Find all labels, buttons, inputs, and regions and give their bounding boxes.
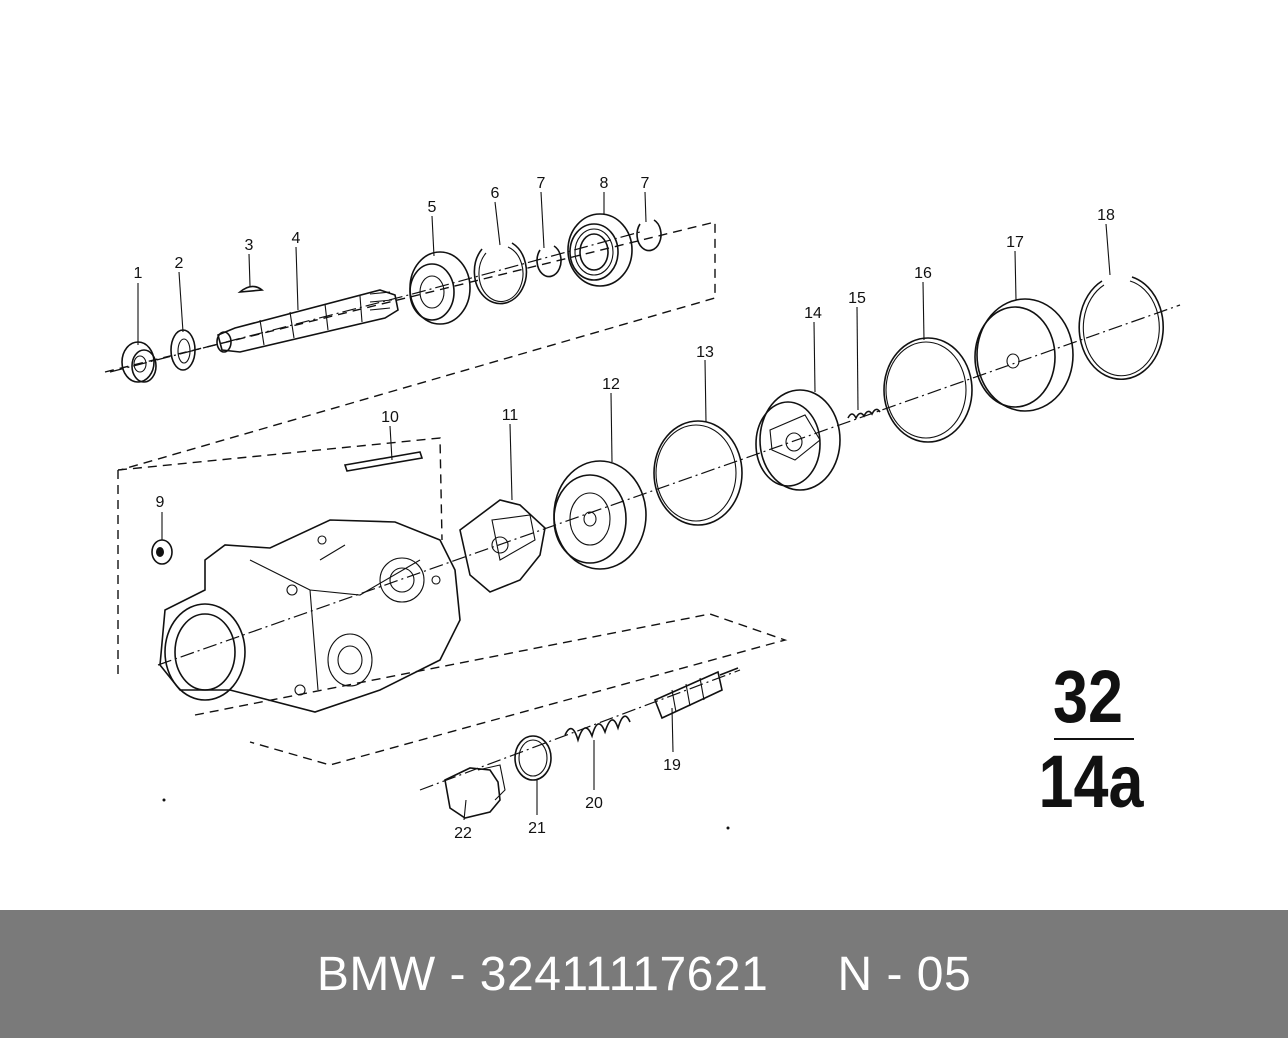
part-15-spring[interactable]: [847, 408, 881, 420]
boundary-valve-group: [194, 613, 788, 766]
callout-3: 3: [245, 237, 254, 254]
callout-10: 10: [381, 409, 399, 426]
footer-bar: BMW - 32411117621 N - 05: [0, 910, 1288, 1038]
callout-13: 13: [696, 344, 714, 361]
print-dot: [162, 798, 166, 802]
callout-1: 1: [134, 265, 143, 282]
axis-valve: [419, 669, 741, 791]
callout-4: 4: [292, 230, 301, 247]
callout-labels: 1 2 3 4 5 6 7 8 7 9 10 11 12 13 14 15 16…: [134, 175, 1115, 842]
callout-7b: 7: [641, 175, 650, 192]
part-13-o-ring[interactable]: [653, 420, 743, 526]
callout-19: 19: [663, 757, 681, 774]
callout-16: 16: [914, 265, 932, 282]
boundary-housing-group: [117, 437, 443, 680]
callout-11: 11: [502, 407, 519, 424]
axis-main: [157, 304, 1181, 666]
callout-5: 5: [428, 199, 437, 216]
part-10-pin[interactable]: [343, 451, 424, 472]
callout-12: 12: [602, 376, 620, 393]
callout-15: 15: [848, 290, 866, 307]
leader-lines: [137, 191, 1111, 821]
part-19-valve[interactable]: [653, 667, 739, 720]
callout-14: 14: [804, 305, 822, 322]
callout-20: 20: [585, 795, 603, 812]
print-dot: [726, 826, 730, 830]
part-4-shaft[interactable]: [216, 289, 399, 353]
part-20-spring[interactable]: [564, 715, 631, 743]
exploded-parts-diagram: 1 2 3 4 5 6 7 8 7 9 10 11 12 13 14 15 16…: [104, 175, 1181, 842]
part-2-washer[interactable]: [170, 329, 196, 371]
part-6-circlip[interactable]: [473, 242, 528, 305]
callout-18: 18: [1097, 207, 1115, 224]
part-9-plug[interactable]: [151, 539, 173, 565]
part-21-seal-ring[interactable]: [514, 735, 552, 781]
part-7-snap-ring-a[interactable]: [536, 245, 562, 278]
callout-7a: 7: [537, 175, 546, 192]
part-8-bearing[interactable]: [567, 213, 633, 287]
group-code-sub: 14a: [1038, 740, 1144, 823]
part-3-key[interactable]: [237, 285, 265, 294]
part-number-text: BMW - 32411117621 N - 05: [316, 947, 972, 1001]
part-14-pressure-plate[interactable]: [755, 389, 841, 491]
callout-17: 17: [1006, 234, 1024, 251]
part-12-cam-ring[interactable]: [553, 460, 647, 570]
part-11-rotor[interactable]: [459, 499, 546, 593]
part-7-snap-ring-b[interactable]: [636, 219, 662, 252]
group-code-main: 32: [1053, 655, 1123, 738]
callout-2: 2: [175, 255, 184, 272]
part-17-cover[interactable]: [974, 298, 1074, 412]
callout-21: 21: [528, 820, 546, 837]
callout-22: 22: [454, 825, 472, 842]
part-18-circlip[interactable]: [1078, 276, 1164, 380]
boundary-top-group: [104, 221, 716, 471]
callout-6: 6: [491, 185, 500, 202]
part-5-seal[interactable]: [409, 251, 471, 325]
pump-housing[interactable]: [159, 519, 461, 713]
group-code-divider: [1054, 738, 1134, 740]
callout-9: 9: [156, 494, 165, 511]
part-16-ring[interactable]: [883, 337, 973, 443]
callout-8: 8: [600, 175, 609, 192]
part-22-screw-plug[interactable]: [444, 764, 506, 819]
